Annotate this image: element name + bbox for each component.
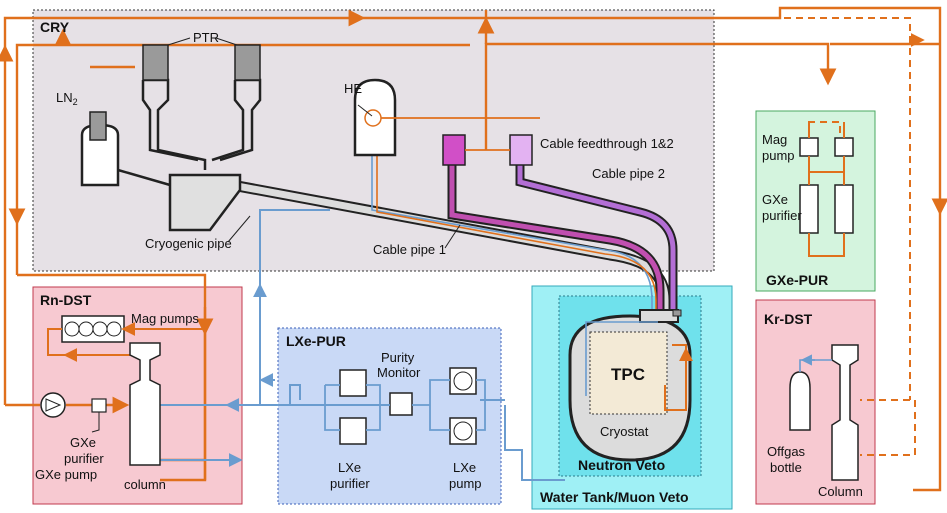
gxe-purifier-rn: [91, 398, 107, 413]
kr-column-label: Column: [818, 484, 863, 499]
gxe-mag-pump-label-2: pump: [762, 148, 795, 163]
lxe-pur-title: LXe-PUR: [286, 333, 346, 349]
purity-monitor-box: [389, 392, 413, 416]
column-label: column: [124, 477, 166, 492]
lxe-pur-section: [277, 327, 502, 505]
column-rn: [129, 342, 161, 466]
orange-dashed-lines: [700, 17, 916, 456]
gxe-purifier-label-2: purifier: [64, 451, 104, 466]
kr-blue: [799, 359, 832, 372]
gxe-pur-purifier-2: [834, 184, 854, 234]
ln2-vessel: [80, 111, 120, 187]
gxe-pur-title: GXe-PUR: [766, 272, 828, 288]
cryogenic-pipe-label: Cryogenic pipe: [145, 236, 232, 251]
gxe-pump-rn: [40, 392, 66, 418]
lxe-purifier-1: [339, 369, 367, 397]
lxe-pump-label-2: pump: [449, 476, 482, 491]
purity-monitor-label-1: Purity: [381, 350, 415, 365]
he-label: HE: [344, 81, 362, 96]
gxe-pur-purifier-1: [799, 184, 819, 234]
cable-pipe-1-label: Cable pipe 1: [373, 242, 446, 257]
tpc-box: [589, 331, 668, 415]
gxe-purifier-label-1: GXe: [70, 435, 96, 450]
cable-orange-line: [376, 140, 657, 318]
mag-pumps-label: Mag pumps: [131, 311, 199, 326]
tpc-label: TPC: [611, 365, 645, 384]
neutron-veto-title: Neutron Veto: [578, 457, 665, 473]
cable-pipe-2-label: Cable pipe 2: [592, 166, 665, 181]
ln2-label: LN2: [56, 90, 78, 107]
lxe-purifier-label-1: LXe: [338, 460, 361, 475]
cryostat: [568, 309, 692, 462]
water-tank-title: Water Tank/Muon Veto: [540, 489, 689, 505]
tpc-blue-loop: [585, 321, 658, 396]
cable-blue-line: [371, 140, 653, 318]
offgas-bottle: [789, 371, 811, 431]
cryostat-label: Cryostat: [600, 424, 649, 439]
gxe-pur-purifier-label-2: purifier: [762, 208, 802, 223]
kr-column: [831, 344, 859, 481]
cable-feedthrough-2: [509, 134, 533, 166]
cry-title: CRY: [40, 19, 70, 35]
mag-pump-loop: [47, 328, 205, 356]
lxe-purifier-2: [339, 417, 367, 445]
purity-monitor-label-2: Monitor: [377, 365, 421, 380]
ptr-right: [211, 44, 262, 162]
gxe-mag-pump-label-1: Mag: [762, 132, 787, 147]
cable-feedthrough-1: [442, 134, 466, 166]
lxe-purifier-label-2: purifier: [330, 476, 370, 491]
tpc-orange-loop: [664, 344, 687, 411]
blue-liquid-lines: [160, 209, 565, 481]
cable-pipe-2: [515, 160, 678, 310]
offgas-label-2: bottle: [770, 460, 802, 475]
gxe-pur-lines: [808, 122, 845, 257]
he-leader: [357, 104, 373, 117]
cable-feedthrough-label: Cable feedthrough 1&2: [540, 136, 674, 151]
cold-head-chamber: [117, 168, 242, 232]
mag-pumps: [61, 315, 125, 343]
he-vessel: [353, 78, 397, 157]
gxe-pur-purifier-label-1: GXe: [762, 192, 788, 207]
kr-dst-title: Kr-DST: [764, 311, 813, 327]
cable-pipe-1: [447, 165, 665, 312]
lxe-pur-lines: [324, 379, 486, 431]
gxe-pump-label: GXe pump: [35, 467, 97, 482]
ptr-left: [141, 44, 207, 170]
ptr-label: PTR: [193, 30, 219, 45]
lxe-pump-label-1: LXe: [453, 460, 476, 475]
offgas-label-1: Offgas: [767, 444, 806, 459]
rn-dst-title: Rn-DST: [40, 292, 92, 308]
